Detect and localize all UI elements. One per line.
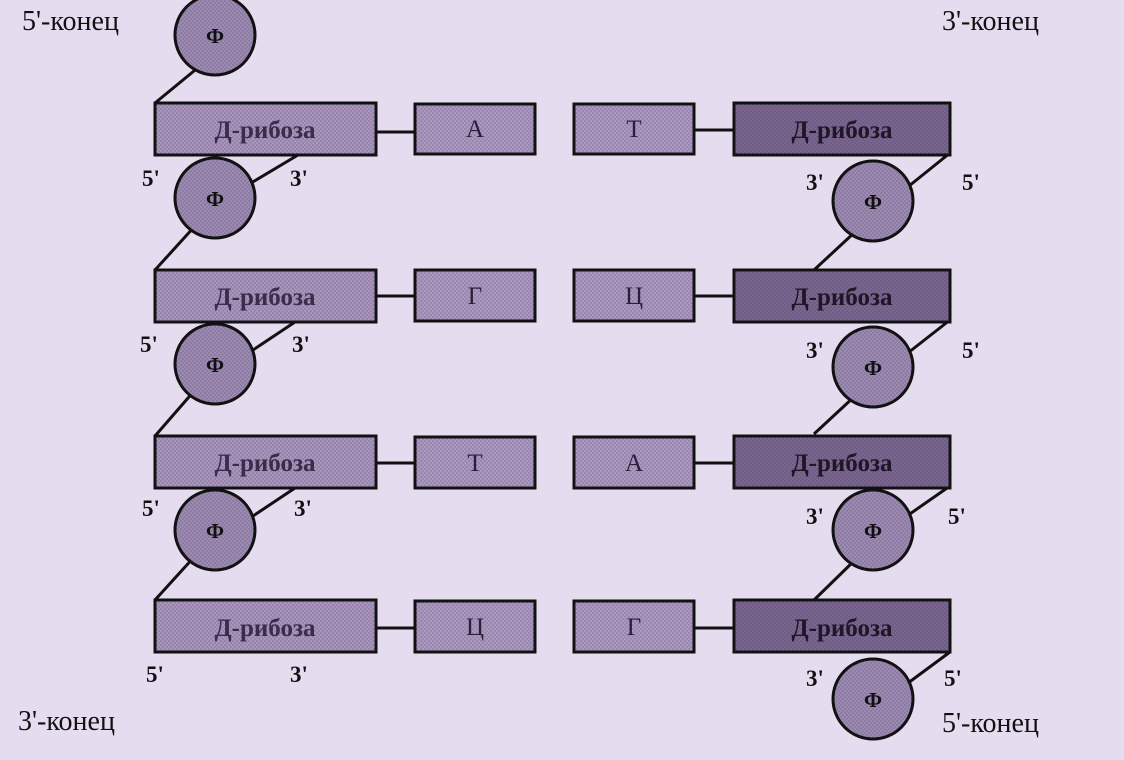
left-link xyxy=(153,224,197,272)
end-label-bottom-left: 3'-конец xyxy=(18,706,115,737)
right-link xyxy=(812,230,857,272)
prime-labels: 5' 3' 5' 3' 5' 3' 5' 3' 3' 5' 3' 5' 3' 5… xyxy=(140,166,980,691)
left-base-label: Ц xyxy=(466,614,484,641)
nucleotide-row-4: Д-рибоза Ц Г Д-рибоза xyxy=(153,598,952,654)
phosphate-right-3: Ф xyxy=(831,488,915,572)
right-link xyxy=(812,558,857,602)
right-sugar-label: Д-рибоза xyxy=(791,284,893,311)
left-sugar-label: Д-рибоза xyxy=(214,117,316,144)
prime-3-label: 3' xyxy=(806,170,824,195)
left-base-label: Г xyxy=(468,283,482,310)
phosphate-label: Ф xyxy=(864,356,882,380)
prime-3-label: 3' xyxy=(290,166,308,191)
prime-3-label: 3' xyxy=(290,662,308,687)
left-link xyxy=(153,389,197,437)
nucleotide-row-1: Д-рибоза А Т Д-рибоза xyxy=(153,101,952,157)
prime-3-label: 3' xyxy=(292,332,310,357)
phosphate-left-top: Ф xyxy=(173,0,257,77)
prime-3-label: 3' xyxy=(294,496,312,521)
right-base-label: Ц xyxy=(625,283,643,310)
left-link xyxy=(249,318,299,354)
prime-5-label: 5' xyxy=(962,170,980,195)
right-sugar-label: Д-рибоза xyxy=(791,615,893,642)
prime-5-label: 5' xyxy=(962,338,980,363)
right-link xyxy=(903,318,951,358)
left-link xyxy=(245,153,299,188)
end-label-top-left: 5'-конец xyxy=(22,6,119,37)
right-base-label: А xyxy=(625,450,643,477)
phosphate-label: Ф xyxy=(864,190,882,214)
right-link xyxy=(903,484,951,520)
prime-3-label: 3' xyxy=(806,666,824,691)
phosphates: Ф Ф Ф Ф Ф Ф Ф xyxy=(173,0,915,741)
phosphate-label: Ф xyxy=(206,519,224,543)
left-link xyxy=(249,484,299,520)
left-base-label: А xyxy=(466,116,484,143)
prime-5-label: 5' xyxy=(140,332,158,357)
right-base-label: Т xyxy=(626,116,641,143)
prime-5-label: 5' xyxy=(948,504,966,529)
prime-3-label: 3' xyxy=(806,338,824,363)
prime-5-label: 5' xyxy=(142,166,160,191)
left-sugar-label: Д-рибоза xyxy=(214,284,316,311)
phosphate-left-3: Ф xyxy=(173,488,257,572)
phosphate-right-1: Ф xyxy=(831,159,915,243)
left-link xyxy=(153,554,197,602)
phosphate-label: Ф xyxy=(864,519,882,543)
right-base-label: Г xyxy=(627,614,641,641)
phosphate-label: Ф xyxy=(206,187,224,211)
phosphate-left-2: Ф xyxy=(173,322,257,406)
phosphate-right-bottom: Ф xyxy=(831,657,915,741)
right-link xyxy=(903,151,951,192)
right-link xyxy=(812,394,857,436)
phosphate-label: Ф xyxy=(206,353,224,377)
end-label-top-right: 3'-конец xyxy=(942,6,1039,37)
right-sugar-label: Д-рибоза xyxy=(791,450,893,477)
prime-3-label: 3' xyxy=(806,504,824,529)
left-sugar-label: Д-рибоза xyxy=(214,615,316,642)
end-label-bottom-right: 5'-конец xyxy=(942,708,1039,739)
right-sugar-label: Д-рибоза xyxy=(791,117,893,144)
strand-links xyxy=(153,64,951,688)
right-link xyxy=(903,650,951,688)
phosphate-label: Ф xyxy=(206,24,224,48)
phosphate-right-2: Ф xyxy=(831,325,915,409)
prime-5-label: 5' xyxy=(142,496,160,521)
phosphate-label: Ф xyxy=(864,688,882,712)
nucleotide-row-2: Д-рибоза Г Ц Д-рибоза xyxy=(153,268,952,324)
left-sugar-label: Д-рибоза xyxy=(214,450,316,477)
prime-5-label: 5' xyxy=(944,666,962,691)
left-base-label: Т xyxy=(467,450,482,477)
left-link xyxy=(154,64,201,105)
prime-5-label: 5' xyxy=(146,662,164,687)
phosphate-left-1: Ф xyxy=(173,156,257,240)
nucleotide-row-3: Д-рибоза Т А Д-рибоза xyxy=(153,434,952,490)
